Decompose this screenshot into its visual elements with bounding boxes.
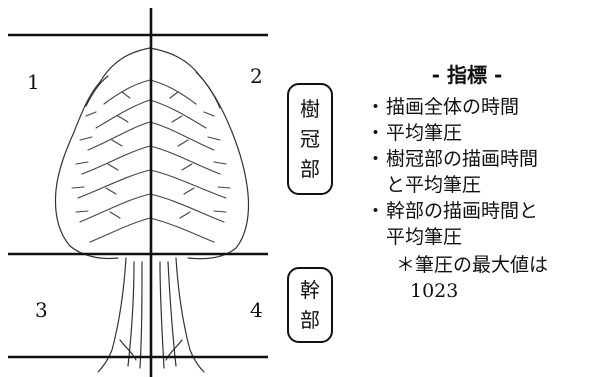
- max-pressure-note: ＊筆圧の最大値は 1023: [366, 252, 588, 304]
- index-title: - 指標 -: [431, 63, 503, 87]
- index-item-line: 樹冠部の描画時間: [386, 148, 539, 170]
- index-item-line: 平均筆圧: [386, 122, 463, 144]
- index-item-average-pressure: 平均筆圧: [366, 120, 588, 146]
- index-item-crown-metrics: 樹冠部の描画時間 と平均筆圧: [366, 146, 588, 198]
- tree-crown-sketch: [54, 47, 250, 260]
- crown-char-2: 冠: [300, 127, 320, 151]
- index-item-line: 平均筆圧: [386, 226, 463, 248]
- quadrant-grid: [8, 8, 268, 377]
- quadrant-label-3: 3: [35, 298, 48, 322]
- quadrant-label-2: 2: [250, 64, 263, 88]
- trunk-char-1: 幹: [300, 278, 320, 302]
- index-panel: - 指標 - 描画全体の時間 平均筆圧 樹冠部の描画時間 と平均筆圧 幹部の描画…: [366, 62, 588, 304]
- crown-char-1: 樹: [300, 97, 320, 121]
- index-item-total-time: 描画全体の時間: [366, 94, 588, 120]
- trunk-region-label: 幹 部: [287, 267, 333, 343]
- trunk-char-2: 部: [300, 308, 320, 332]
- crown-char-3: 部: [300, 157, 320, 181]
- index-item-line: 幹部の描画時間と: [386, 200, 539, 222]
- index-item-line: と平均筆圧: [386, 174, 482, 196]
- index-item-line: 描画全体の時間: [386, 96, 520, 118]
- note-value: 1023: [410, 280, 459, 302]
- note-line: ＊筆圧の最大値は: [396, 254, 549, 276]
- crown-region-label: 樹 冠 部: [287, 83, 333, 195]
- index-item-trunk-metrics: 幹部の描画時間と 平均筆圧: [366, 198, 588, 250]
- quadrant-label-1: 1: [27, 70, 40, 94]
- tree-branch-strokes: [71, 79, 231, 243]
- quadrant-label-4: 4: [250, 298, 263, 322]
- index-list: 描画全体の時間 平均筆圧 樹冠部の描画時間 と平均筆圧 幹部の描画時間と 平均筆…: [366, 94, 588, 250]
